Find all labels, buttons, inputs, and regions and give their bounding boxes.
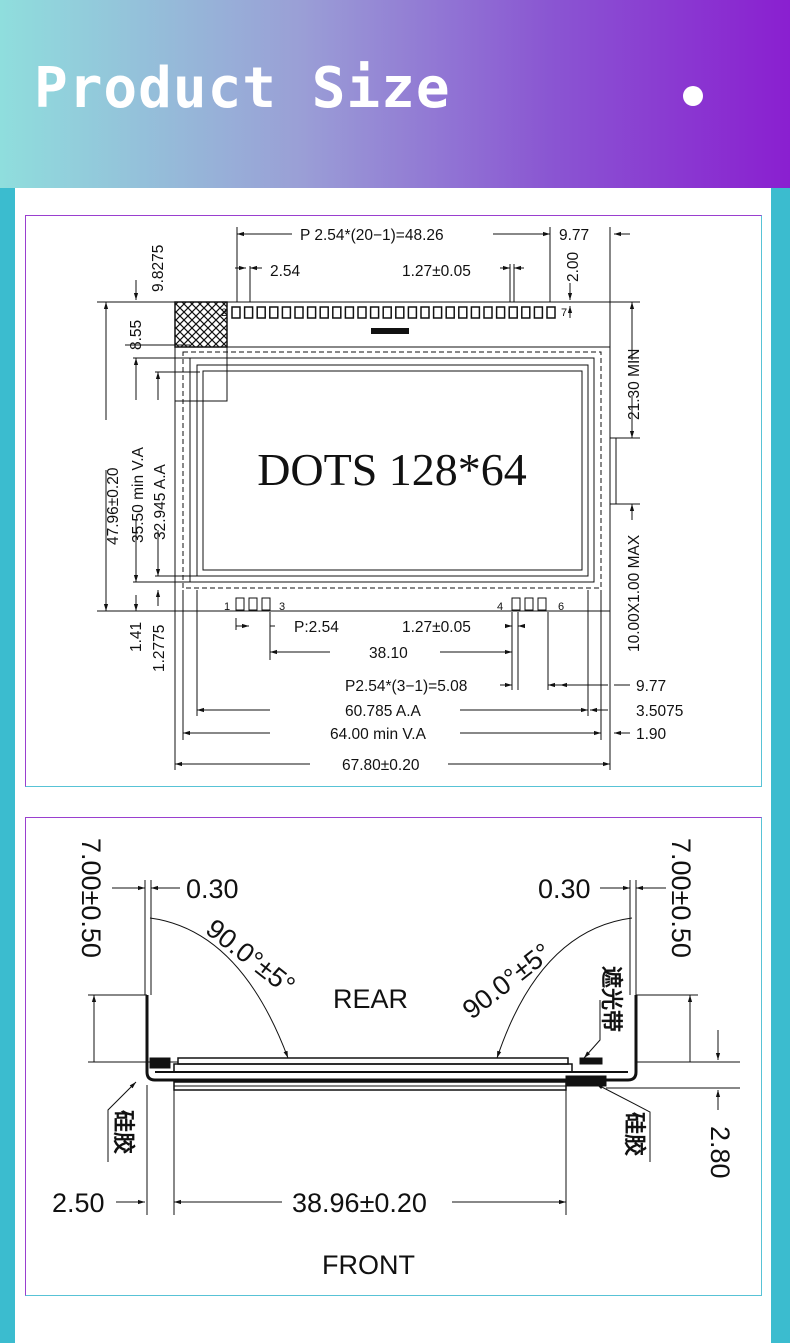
pin-pad: [332, 306, 342, 319]
pin-pad: [546, 306, 556, 319]
top-pin-row: [231, 306, 556, 319]
dim-98275: 9.8275: [150, 245, 167, 292]
dim-141: 1.41: [128, 622, 145, 652]
right-700-dim: 7.00±0.50: [666, 838, 696, 958]
pitch-127-top-dim: 1.27±0.05: [402, 263, 471, 280]
left-700-dim: 7.00±0.50: [76, 838, 106, 958]
pin-pad: [256, 306, 266, 319]
p254-dim: P:2.54: [294, 619, 339, 636]
header-banner: Product Size: [0, 0, 790, 188]
dim-6780: 67.80±0.20: [342, 757, 420, 774]
dim-3896: 38.96±0.20: [292, 1188, 427, 1218]
dim-12775: 1.2775: [151, 625, 168, 672]
pin-pad: [231, 306, 241, 319]
page-title: Product Size: [34, 56, 451, 121]
pin-pad: [420, 306, 430, 319]
dim-6400: 64.00 min V.A: [330, 726, 427, 743]
top-dimension-lines: [97, 227, 640, 770]
bullet-dot-icon: [683, 86, 703, 106]
pin-pad: [319, 306, 329, 319]
pitch-254-dim: 2.54: [270, 263, 301, 280]
pin-pad: [432, 306, 443, 319]
pin-pad: [533, 306, 544, 319]
pin-pad: [407, 306, 418, 319]
bottom-pin-row: [235, 597, 547, 611]
pin-pad: [369, 306, 380, 319]
pin-4-label: 4: [497, 601, 503, 613]
dim-4796: 47.96±0.20: [105, 467, 122, 545]
side-view-lines: [88, 880, 740, 1215]
rear-label: REAR: [333, 984, 408, 1014]
hatched-corner: [174, 301, 228, 348]
dim-855: 8.55: [128, 320, 145, 350]
pin-pad: [382, 306, 392, 319]
pin-pad: [357, 306, 367, 319]
pin-pad: [344, 306, 355, 319]
dim-2130: 21.30 MIN: [626, 348, 643, 420]
pin-6-label: 6: [558, 601, 564, 613]
pin-pad: [521, 306, 531, 319]
dim-190: 1.90: [636, 726, 667, 743]
left-angle-dim: 90.0°±5°: [200, 913, 300, 1001]
pin-pad: [306, 306, 317, 319]
lcd-outline: [174, 301, 617, 612]
pin-pad: [395, 306, 405, 319]
shading-tape-label: 遮光带: [598, 966, 624, 1032]
pin-7-label: 7: [561, 307, 567, 319]
pin-pad: [281, 306, 292, 319]
dim-3550: 35.50 min V.A: [130, 446, 147, 543]
side-tab: [609, 437, 617, 505]
pin-pad: [495, 306, 506, 319]
dim-35075: 3.5075: [636, 703, 683, 720]
pin-3-label: 3: [279, 601, 285, 613]
pitch-127-bottom-dim: 1.27±0.05: [402, 619, 471, 636]
dim-3810: 38.10: [369, 645, 408, 662]
dim-250: 2.50: [52, 1188, 105, 1218]
pin-2-label: 2: [221, 307, 227, 319]
front-label: FRONT: [322, 1250, 415, 1280]
right-977-top-dim: 9.77: [559, 227, 589, 244]
pin-pad: [269, 306, 279, 319]
dim-280: 2.80: [705, 1126, 735, 1179]
pin-pad: [483, 306, 493, 319]
right-angle-dim: 90.0°±5°: [457, 937, 557, 1025]
pin-pad: [508, 306, 518, 319]
dim-32945: 32.945 A.A: [152, 463, 169, 540]
pin-pad: [294, 306, 304, 319]
pin-1-label: 1: [224, 601, 230, 613]
dim-10x1: 10.00X1.00 MAX: [626, 534, 643, 652]
silicone-right-label: 硅胶: [621, 1112, 647, 1156]
pitch-508-dim: P2.54*(3−1)=5.08: [345, 678, 467, 695]
right-030-dim: 0.30: [538, 874, 591, 904]
connector-mark: [371, 328, 409, 334]
pin-pad: [458, 306, 468, 319]
dim-60785: 60.785 A.A: [345, 703, 422, 720]
right-977-bottom-dim: 9.77: [636, 678, 666, 695]
pin-pad: [445, 306, 455, 319]
pin-pad: [243, 306, 254, 319]
silicone-left-label: 硅胶: [110, 1110, 136, 1154]
pin-pad: [470, 306, 481, 319]
pitch-total-dim: P 2.54*(20−1)=48.26: [300, 227, 444, 244]
front-view-panel: [25, 215, 762, 787]
dots-label: DOTS 128*64: [257, 444, 527, 495]
dim-200: 2.00: [565, 251, 582, 282]
left-030-dim: 0.30: [186, 874, 239, 904]
